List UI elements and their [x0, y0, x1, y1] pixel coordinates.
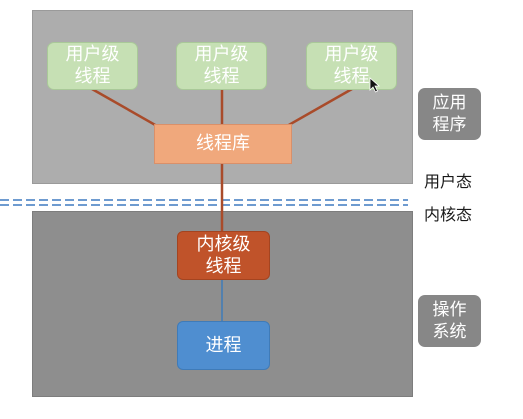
process-box: 进程 — [177, 321, 270, 370]
user-level-thread-1: 用户级 线程 — [47, 42, 138, 90]
thread-library: 线程库 — [154, 124, 292, 164]
kernel-level-thread: 内核级 线程 — [177, 231, 270, 280]
operating-system-label: 操作 系统 — [418, 295, 481, 347]
application-label: 应用 程序 — [418, 88, 481, 140]
user-level-thread-3: 用户级 线程 — [306, 42, 397, 90]
kernel-mode-label: 内核态 — [424, 205, 473, 224]
user-level-thread-2: 用户级 线程 — [176, 42, 267, 90]
mouse-pointer-icon — [369, 77, 381, 93]
user-mode-label: 用户态 — [424, 172, 473, 191]
